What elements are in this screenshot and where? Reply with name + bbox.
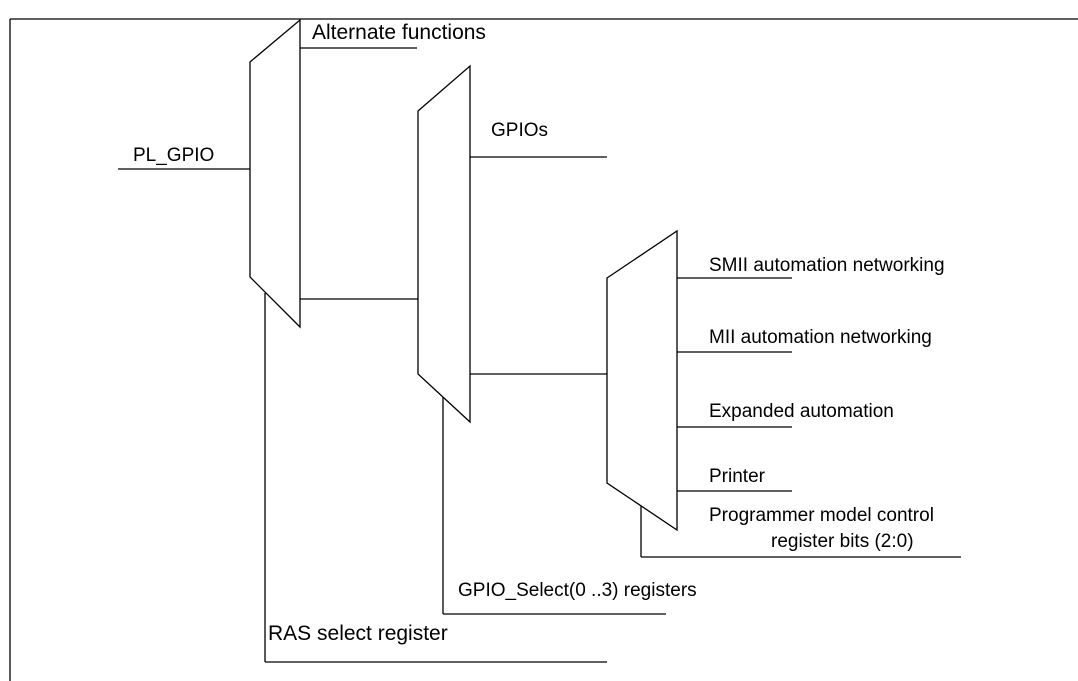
mux3-trapezoid	[606, 229, 678, 532]
pl-gpio-label: PL_GPIO	[133, 145, 214, 166]
programmer-model-label-line2: register bits (2:0)	[771, 531, 914, 552]
ras-select-register-label: RAS select register	[268, 622, 448, 645]
mux1-trapezoid	[249, 18, 301, 329]
expanded-automation-label: Expanded automation	[709, 401, 894, 422]
mii-networking-label: MII automation networking	[709, 327, 932, 348]
gpio-select-registers-label: GPIO_Select(0 ..3) registers	[458, 580, 697, 601]
smii-networking-label: SMII automation networking	[709, 255, 945, 276]
printer-label: Printer	[709, 466, 766, 487]
gpios-label: GPIOs	[491, 120, 548, 141]
mux1-output-label: Alternate functions	[312, 21, 486, 44]
mux2-trapezoid	[417, 64, 471, 424]
programmer-model-label-line1: Programmer model control	[709, 505, 934, 526]
